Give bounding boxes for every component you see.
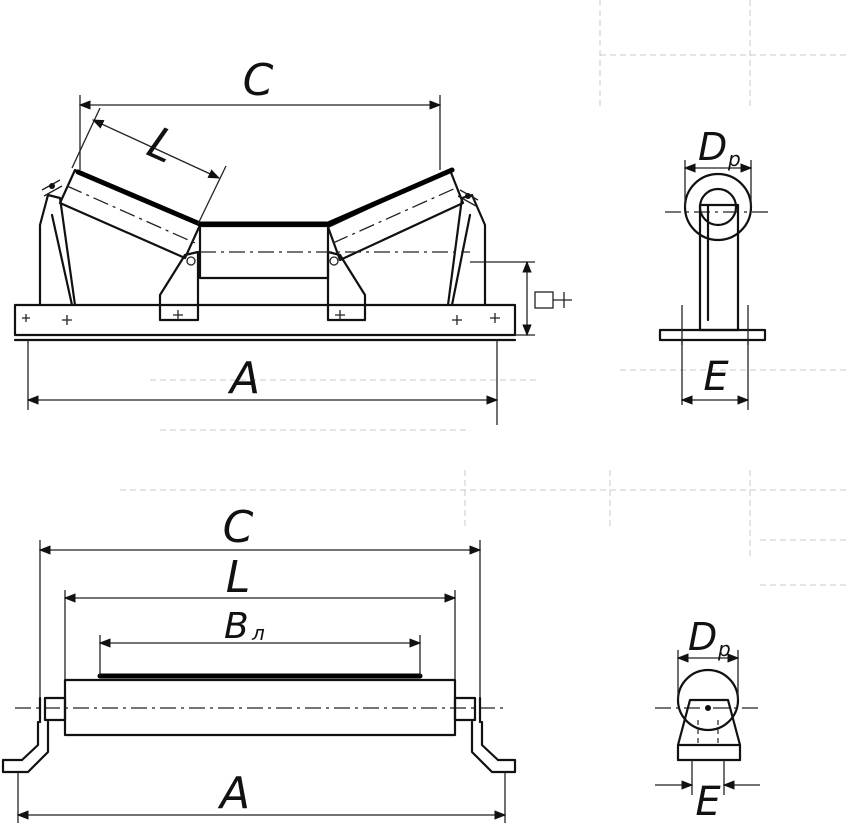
left-bracket-bolt (41, 179, 63, 197)
base-frame (13, 303, 517, 337)
right-bracket (446, 193, 487, 307)
dim-D-label: D (698, 125, 727, 169)
flat-front-view: C L B л A (1, 502, 517, 823)
flat-right-bracket (470, 720, 517, 774)
dim-C-troughed: C (78, 55, 442, 170)
dim-D-flat-subscript: р (717, 637, 731, 661)
troughed-side-view: D р E (658, 125, 770, 410)
side-bracket (698, 203, 740, 332)
dim-D-troughed: D р (683, 125, 753, 207)
dim-B-label: B (224, 606, 249, 647)
dim-L-label: L (140, 117, 183, 174)
left-center-gusset (158, 250, 200, 322)
dim-B-subscript: л (251, 621, 265, 645)
right-center-gusset (326, 250, 367, 322)
base-bolts (22, 310, 500, 325)
dim-E-label: E (703, 354, 729, 400)
dim-A-flat-label: A (217, 768, 250, 819)
dim-D-flat-label: D (688, 615, 717, 659)
height-dimension (470, 260, 572, 337)
troughed-front-view: C L A (13, 55, 572, 425)
flat-left-bracket (1, 720, 50, 774)
dim-C-flat: C (38, 502, 482, 698)
dim-C-flat-label: C (223, 502, 254, 553)
side-base-plate (658, 328, 767, 342)
show-through-grid (120, 0, 849, 586)
dim-L-flat-label: L (226, 552, 251, 603)
dim-E-troughed: E (680, 340, 750, 410)
center-roller (198, 224, 470, 280)
dim-E-flat-label: E (695, 779, 721, 823)
left-bracket (38, 193, 77, 307)
dim-A-flat: A (16, 768, 507, 823)
dim-A-label: A (227, 353, 260, 404)
dim-E-flat: E (655, 760, 760, 823)
roller-end (683, 172, 753, 242)
dim-L-troughed: L (71, 107, 227, 225)
dim-D-subscript: р (727, 147, 741, 171)
dim-L-flat: L (63, 552, 457, 680)
dim-B-flat: B л (98, 606, 422, 676)
dim-C-label: C (243, 55, 274, 106)
conveyor-belt (75, 167, 455, 227)
dim-D-flat: D р (676, 615, 740, 700)
dim-A-troughed: A (26, 340, 499, 425)
flat-side-view: D р E (655, 615, 760, 823)
